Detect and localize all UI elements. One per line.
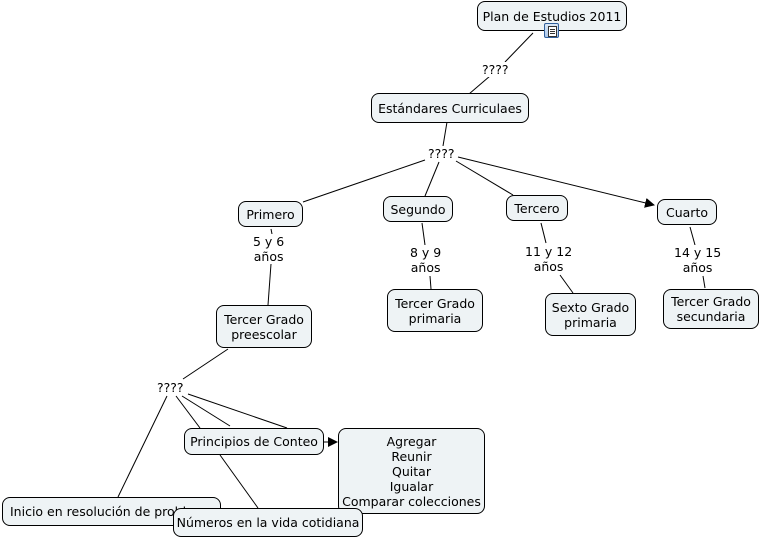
link-label-preescolar: ????	[157, 380, 184, 395]
age-label-cuarto: 14 y 15 años	[674, 245, 722, 275]
link-label-to-inicio	[117, 395, 168, 498]
link-label-to-tercero	[455, 160, 514, 196]
list-item: Igualar	[389, 478, 434, 494]
link-label-root: ????	[482, 62, 509, 77]
node-estandares-curriculares[interactable]: Estándares Curriculaes	[371, 93, 529, 123]
link-label-to-principios-a	[175, 395, 201, 429]
node-label-line: preescolar	[231, 326, 297, 342]
link-preescolar-to-label	[182, 348, 229, 380]
link-age-primaria	[429, 275, 432, 290]
node-label: Tercero	[514, 200, 560, 216]
node-principios-de-conteo[interactable]: Principios de Conteo	[184, 428, 324, 455]
age-unit: años	[410, 260, 441, 275]
node-tercer-grado-primaria[interactable]: Tercer Grado primaria	[387, 289, 483, 332]
age-range: 11 y 12	[525, 244, 573, 259]
document-icon[interactable]	[544, 23, 559, 38]
node-label-line: Tercer Grado	[395, 295, 475, 311]
node-label: Primero	[246, 206, 295, 222]
node-label-line: primaria	[408, 310, 462, 326]
node-label: Segundo	[390, 201, 446, 217]
list-item: Quitar	[392, 463, 431, 479]
node-principios-items[interactable]: Agregar Reunir Quitar Igualar Comparar c…	[338, 428, 485, 514]
link-primero-age	[270, 228, 273, 235]
link-segundo-age	[421, 222, 426, 246]
node-plan-de-estudios[interactable]: Plan de Estudios 2011	[477, 1, 627, 31]
link-label-text: ????	[157, 380, 184, 395]
node-sexto-grado-primaria[interactable]: Sexto Grado primaria	[545, 293, 636, 336]
link-principios-to-numeros	[219, 454, 259, 509]
link-estandares-to-label	[442, 121, 448, 147]
link-label-to-estandares	[468, 75, 491, 95]
link-tercero-age	[540, 222, 547, 244]
node-label-line: Tercer Grado	[224, 311, 304, 327]
age-label-primero: 5 y 6 años	[253, 234, 285, 264]
node-label-line: secundaria	[676, 309, 746, 324]
age-unit: años	[533, 259, 564, 274]
node-label-line: Tercer Grado	[671, 294, 751, 309]
list-item: Reunir	[391, 448, 432, 464]
node-label: Plan de Estudios 2011	[482, 8, 622, 24]
link-age-preescolar	[267, 263, 272, 306]
age-range: 14 y 15	[674, 245, 722, 260]
node-label-line: primaria	[564, 314, 617, 330]
link-label-text: ????	[428, 146, 455, 161]
age-label-tercero: 11 y 12 años	[525, 244, 573, 274]
link-label-to-principios-c	[187, 393, 288, 429]
node-primero[interactable]: Primero	[238, 201, 303, 227]
link-label-estandares: ????	[428, 146, 455, 161]
link-root-to-label	[504, 32, 534, 63]
link-label-to-segundo	[424, 161, 440, 197]
node-tercer-grado-preescolar[interactable]: Tercer Grado preescolar	[216, 305, 312, 348]
list-item: Agregar	[386, 433, 437, 449]
list-item: Comparar colecciones	[342, 493, 481, 509]
link-label-to-primero	[302, 159, 426, 203]
node-label: Inicio en resolución de problemas	[10, 504, 221, 519]
link-label-text: ????	[482, 62, 509, 77]
link-label-to-cuarto	[457, 156, 655, 208]
age-range: 8 y 9	[410, 245, 442, 260]
link-label-to-principios-b	[181, 395, 231, 427]
node-label: Números en la vida cotidiana	[176, 515, 360, 530]
age-unit: años	[253, 249, 284, 264]
node-tercero[interactable]: Tercero	[506, 195, 568, 221]
node-label-line: Sexto Grado	[551, 299, 630, 315]
node-numeros-vida-cotidiana[interactable]: Números en la vida cotidiana	[173, 508, 363, 537]
node-label: Estándares Curriculaes	[378, 100, 522, 116]
age-label-segundo: 8 y 9 años	[410, 245, 442, 275]
link-age-secundaria	[702, 275, 706, 289]
age-unit: años	[682, 260, 713, 275]
link-age-sexto	[559, 274, 574, 294]
node-label: Principios de Conteo	[190, 434, 318, 449]
node-segundo[interactable]: Segundo	[383, 196, 453, 222]
age-range: 5 y 6	[253, 234, 285, 249]
node-tercer-grado-secundaria[interactable]: Tercer Grado secundaria	[663, 289, 759, 329]
node-label: Cuarto	[666, 204, 708, 220]
link-cuarto-age	[689, 226, 696, 246]
node-cuarto[interactable]: Cuarto	[657, 199, 717, 225]
